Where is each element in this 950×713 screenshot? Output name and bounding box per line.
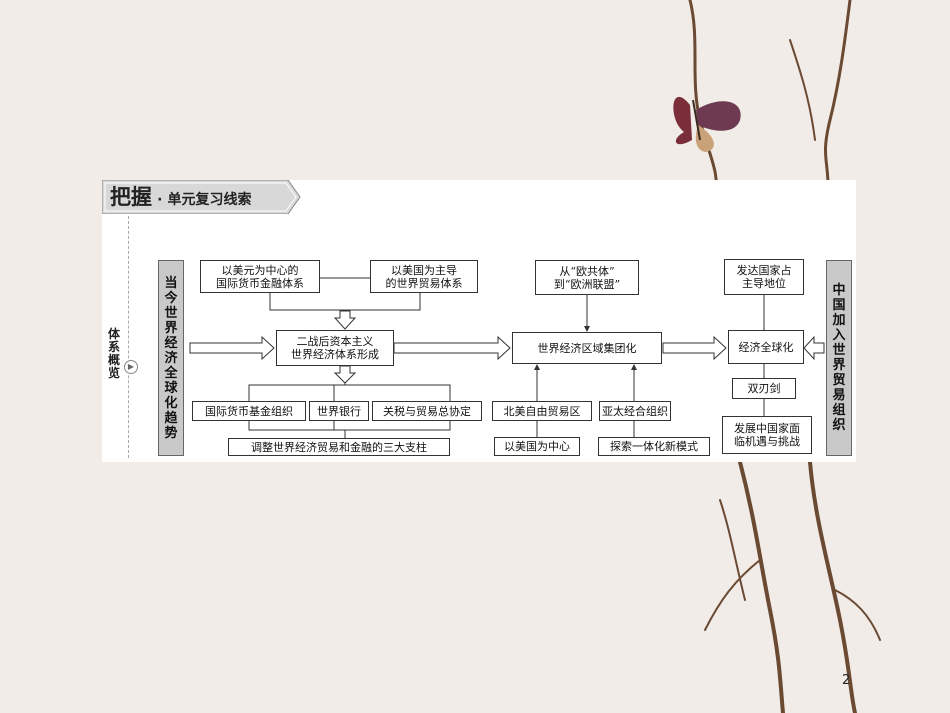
header-title-sub: 单元复习线索 bbox=[167, 192, 252, 208]
left-theme-bar: 当今世界经济全球化趋势 bbox=[158, 260, 184, 456]
box-globalization: 经济全球化 bbox=[728, 330, 804, 364]
box-world-bank: 世界银行 bbox=[309, 401, 369, 421]
page-number: 2 bbox=[842, 673, 851, 688]
box-regional-blocs: 世界经济区域集团化 bbox=[512, 332, 662, 364]
box-us-trade-system: 以美国为主导 的世界贸易体系 bbox=[370, 260, 478, 293]
box-explore-model: 探索一体化新模式 bbox=[598, 437, 710, 456]
box-us-centered: 以美国为中心 bbox=[494, 437, 580, 456]
diagram-panel: 把握 · 单元复习线索 体系概览 ▶ 当今世界经济全球化趋势 中国加入世界贸易组… bbox=[102, 180, 856, 462]
box-developing-challenges: 发展中国家面 临机遇与挑战 bbox=[722, 416, 812, 454]
right-theme-bar: 中国加入世界贸易组织 bbox=[826, 260, 852, 456]
box-imf: 国际货币基金组织 bbox=[192, 401, 306, 421]
side-divider bbox=[128, 216, 129, 458]
side-chevron-icon: ▶ bbox=[124, 360, 138, 374]
header-banner-shape bbox=[102, 180, 301, 214]
side-label: 体系概览 bbox=[107, 327, 120, 380]
box-nafta: 北美自由贸易区 bbox=[492, 401, 592, 421]
box-developed-dominant: 发达国家占 主导地位 bbox=[724, 259, 804, 295]
box-gatt: 关税与贸易总协定 bbox=[372, 401, 482, 421]
box-eec-to-eu: 从“欧共体” 到“欧洲联盟” bbox=[535, 260, 639, 295]
header-title: 把握 · 单元复习线索 bbox=[110, 183, 252, 211]
box-double-edged: 双刃剑 bbox=[732, 378, 796, 399]
box-three-pillars: 调整世界经济贸易和金融的三大支柱 bbox=[228, 438, 450, 456]
box-apec: 亚太经合组织 bbox=[599, 401, 671, 421]
header-title-separator: · bbox=[157, 192, 163, 208]
butterfly-illustration bbox=[673, 96, 741, 152]
box-usd-finance-system: 以美元为中心的 国际货币金融体系 bbox=[200, 260, 320, 293]
branch-illustration bbox=[688, 0, 881, 713]
header-title-main: 把握 bbox=[110, 185, 152, 209]
box-postwar-system: 二战后资本主义 世界经济体系形成 bbox=[276, 330, 394, 366]
